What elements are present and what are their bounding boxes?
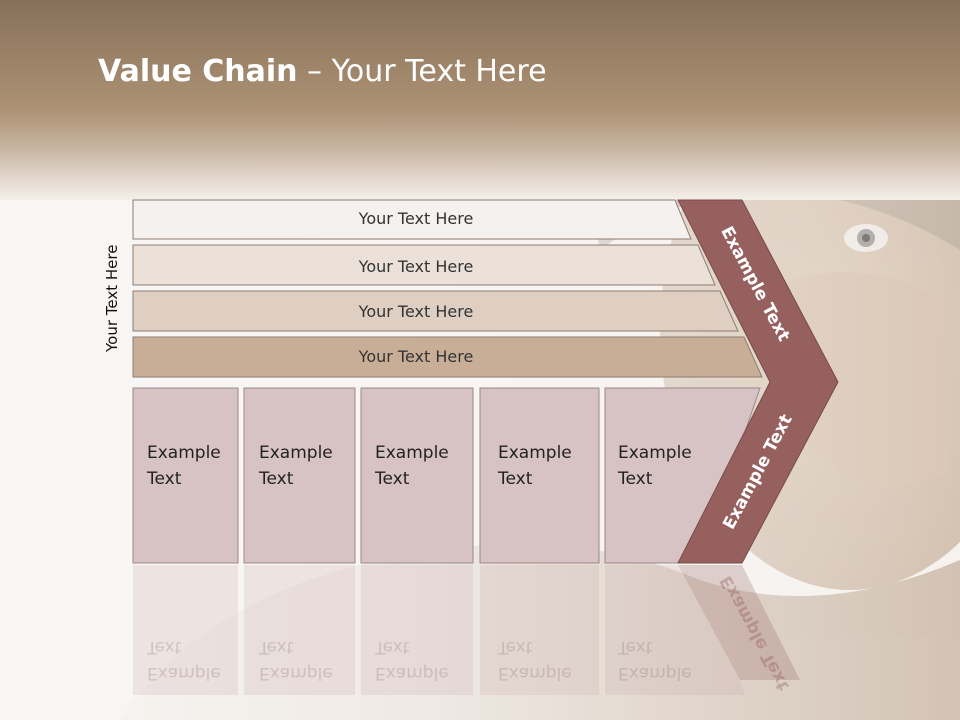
row-2 (132, 244, 716, 286)
row-2-label: Your Text Here (358, 257, 474, 276)
title-rest: – Your Text Here (297, 54, 547, 89)
cell-3-line1: Example (375, 443, 449, 463)
row-1-label: Your Text Here (358, 209, 474, 228)
reflection-text-1: Example Text (147, 634, 221, 686)
reflection-text-2: Example Text (259, 634, 333, 686)
cell-2 (243, 387, 356, 564)
row-3-label: Your Text Here (358, 302, 474, 321)
slide-title: Value Chain – Your Text Here (98, 54, 547, 89)
cell-2-line2: Text (259, 469, 294, 489)
row-3 (132, 290, 739, 332)
reflection (133, 565, 800, 695)
row-1 (132, 199, 692, 240)
reflection-4-line2: Text (498, 637, 533, 657)
reflection-5-line2: Text (618, 637, 653, 657)
cell-5-line1: Example (618, 443, 692, 463)
reflection-text-5: Example Text (618, 634, 692, 686)
reflection-2-line2: Text (259, 637, 294, 657)
cell-4 (479, 387, 600, 564)
reflection-3-line1: Example (375, 663, 449, 683)
cell-3-line2: Text (375, 469, 410, 489)
reflection-3-line2: Text (375, 637, 410, 657)
title-bold: Value Chain (98, 54, 298, 89)
cell-1 (132, 387, 239, 564)
cell-1-line2: Text (147, 469, 182, 489)
reflection-1-line2: Text (147, 637, 182, 657)
reflection-text-4: Example Text (498, 634, 572, 686)
chevron-arrow (677, 199, 839, 564)
cell-2-line1: Example (259, 443, 333, 463)
reflection-1-line1: Example (147, 663, 221, 683)
reflection-5-line1: Example (618, 663, 692, 683)
reflection-text-3: Example Text (375, 634, 449, 686)
cell-5-line2: Text (618, 469, 653, 489)
cell-1-line1: Example (147, 443, 221, 463)
cell-4-line1: Example (498, 443, 572, 463)
cell-3 (360, 387, 474, 564)
cell-4-line2: Text (498, 469, 533, 489)
row-4-label: Your Text Here (358, 347, 474, 366)
reflection-2-line1: Example (259, 663, 333, 683)
row-4 (132, 336, 763, 378)
reflection-4-line1: Example (498, 663, 572, 683)
